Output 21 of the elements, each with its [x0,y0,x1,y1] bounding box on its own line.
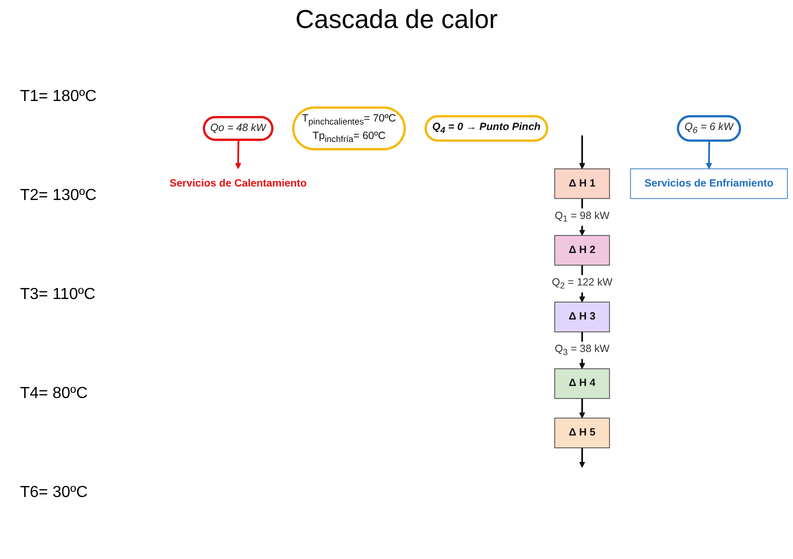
arrow [235,140,242,170]
temperature-label: T4= 80ºC [20,384,89,402]
temperature-label: T6= 30ºC [20,484,89,502]
arrow [579,398,586,418]
node-box: Δ H 5 [554,418,610,448]
temperature-label: T3= 110ºC [20,286,96,304]
arrow [706,140,712,170]
node-box: Δ H 2 [554,235,610,266]
node-box: Δ H 4 [554,368,610,399]
arrow [579,448,586,468]
diagram-title: Cascada de calor [294,4,499,35]
node-box: Δ H 3 [554,302,610,332]
node-text: Servicios de Calentamiento [170,177,307,190]
temperature-label: T1= 180ºC [20,88,98,106]
arrow [579,135,586,170]
edge-label: Q$_{2}$ = 122 kW [552,276,612,290]
temperature-label: T2= 130ºC [20,186,98,204]
node-box: Δ H 1 [554,168,610,199]
edge-label: Q$_{3}$ = 38 kW [554,343,610,358]
edge-label: Q$_{1}$ = 98 kW [554,210,610,224]
node-box: Servicios de Enfriamiento [630,168,788,199]
